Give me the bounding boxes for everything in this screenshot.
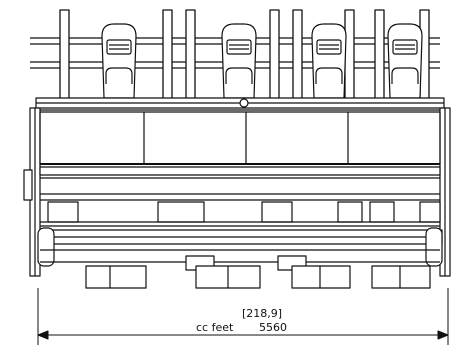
mid-beams [39, 166, 441, 201]
left-side-frame [23, 107, 41, 277]
top-rail [35, 97, 445, 111]
dimension-prefix: cc feet [196, 321, 234, 334]
dimension-value: 5560 [259, 321, 287, 334]
roll-unit-2 [221, 23, 257, 99]
right-side-frame [439, 107, 451, 277]
lower-mechanism [40, 201, 441, 227]
panel-section [39, 111, 441, 165]
roll-unit-3 [311, 23, 347, 99]
roll-unit-4 [387, 23, 423, 99]
dimension-bracket-label: [218,9] [242, 307, 283, 320]
base-conveyor [37, 227, 443, 271]
foot-pads [85, 265, 431, 289]
dimension-line [37, 288, 449, 345]
roll-unit-1 [101, 23, 137, 99]
